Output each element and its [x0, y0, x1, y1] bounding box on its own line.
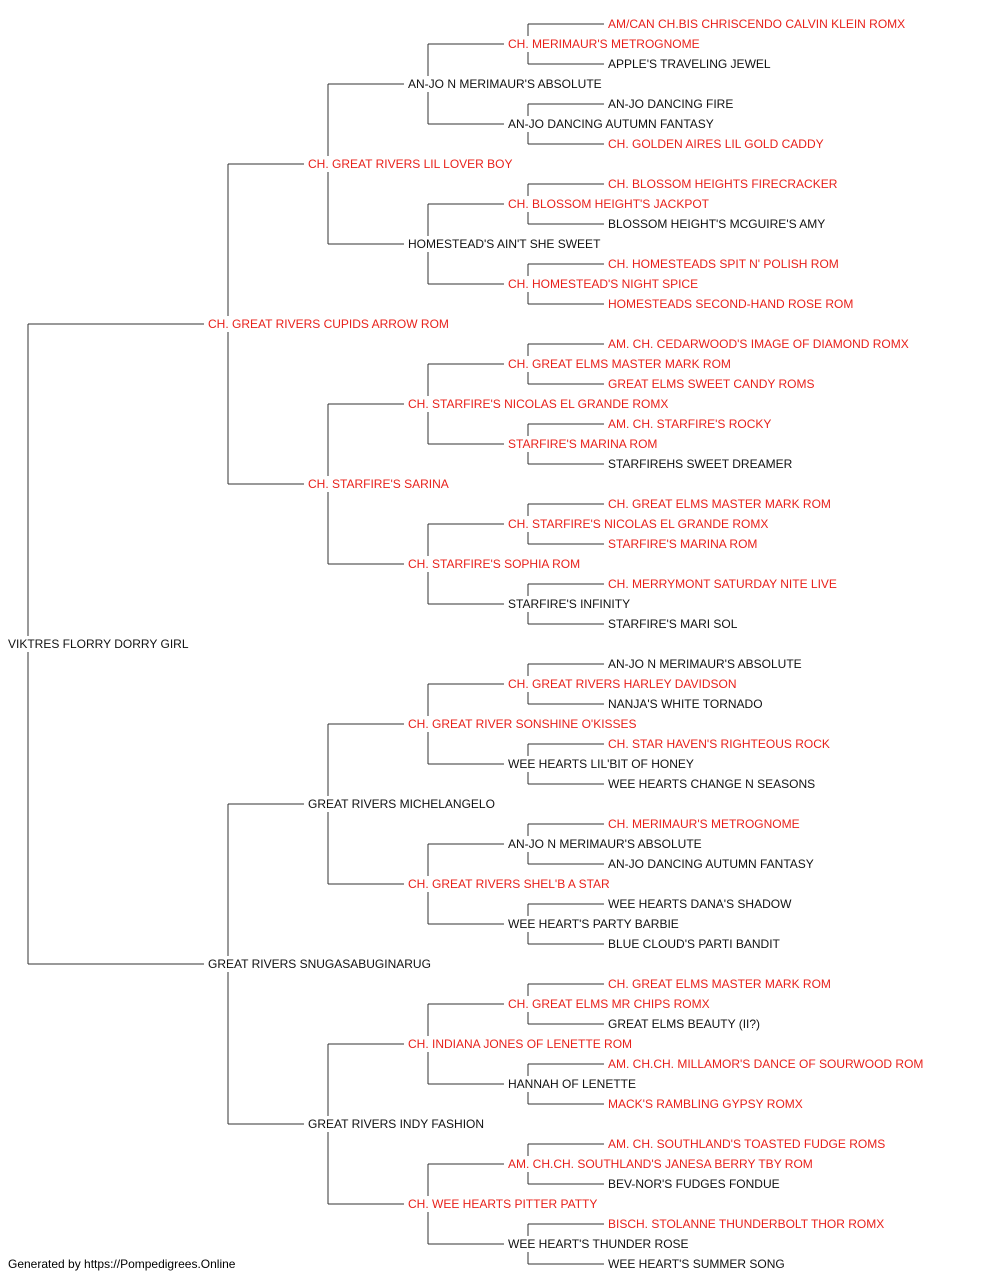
pedigree-entry: AN-JO DANCING FIRE: [608, 97, 733, 111]
pedigree-entry: CH. STAR HAVEN'S RIGHTEOUS ROCK: [608, 737, 830, 751]
pedigree-entry: AM. CH. STARFIRE'S ROCKY: [608, 417, 771, 431]
pedigree-entry: AN-JO N MERIMAUR'S ABSOLUTE: [508, 837, 702, 851]
pedigree-entry: GREAT RIVERS MICHELANGELO: [308, 797, 495, 811]
pedigree-entry: CH. STARFIRE'S SOPHIA ROM: [408, 557, 580, 571]
pedigree-entry: WEE HEART'S PARTY BARBIE: [508, 917, 679, 931]
pedigree-entry: CH. STARFIRE'S NICOLAS EL GRANDE ROMX: [508, 517, 768, 531]
pedigree-entry: AM. CH. CEDARWOOD'S IMAGE OF DIAMOND ROM…: [608, 337, 909, 351]
pedigree-entry: CH. STARFIRE'S NICOLAS EL GRANDE ROMX: [408, 397, 668, 411]
pedigree-entry: AN-JO N MERIMAUR'S ABSOLUTE: [608, 657, 802, 671]
pedigree-entry: CH. MERIMAUR'S METROGNOME: [508, 37, 700, 51]
pedigree-entry: VIKTRES FLORRY DORRY GIRL: [8, 637, 189, 651]
pedigree-entry: BLOSSOM HEIGHT'S MCGUIRE'S AMY: [608, 217, 825, 231]
pedigree-entry: CH. GREAT RIVERS CUPIDS ARROW ROM: [208, 317, 449, 331]
pedigree-entry: AM. CH.CH. SOUTHLAND'S JANESA BERRY TBY …: [508, 1157, 813, 1171]
pedigree-entry: HOMESTEADS SECOND-HAND ROSE ROM: [608, 297, 853, 311]
pedigree-entry: STARFIREHS SWEET DREAMER: [608, 457, 793, 471]
pedigree-entry: STARFIRE'S MARINA ROM: [508, 437, 657, 451]
pedigree-entry: HOMESTEAD'S AIN'T SHE SWEET: [408, 237, 601, 251]
pedigree-entry: CH. WEE HEARTS PITTER PATTY: [408, 1197, 597, 1211]
pedigree-entry: CH. GREAT RIVERS LIL LOVER BOY: [308, 157, 513, 171]
pedigree-entry: CH. BLOSSOM HEIGHTS FIRECRACKER: [608, 177, 838, 191]
pedigree-entry: BLUE CLOUD'S PARTI BANDIT: [608, 937, 781, 951]
pedigree-entry: WEE HEARTS LIL'BIT OF HONEY: [508, 757, 694, 771]
pedigree-entry: CH. GREAT ELMS MASTER MARK ROM: [608, 497, 831, 511]
pedigree-entry: CH. GREAT RIVERS SHEL'B A STAR: [408, 877, 610, 891]
pedigree-entry: AN-JO DANCING AUTUMN FANTASY: [508, 117, 714, 131]
pedigree-entry: CH. MERIMAUR'S METROGNOME: [608, 817, 800, 831]
pedigree-entry: STARFIRE'S INFINITY: [508, 597, 630, 611]
pedigree-entry: CH. BLOSSOM HEIGHT'S JACKPOT: [508, 197, 710, 211]
pedigree-entry: WEE HEART'S SUMMER SONG: [608, 1257, 785, 1271]
pedigree-entry: CH. GREAT ELMS MASTER MARK ROM: [508, 357, 731, 371]
pedigree-entry: HANNAH OF LENETTE: [508, 1077, 636, 1091]
pedigree-entry: STARFIRE'S MARI SOL: [608, 617, 738, 631]
pedigree-entry: AN-JO DANCING AUTUMN FANTASY: [608, 857, 814, 871]
pedigree-entry: GREAT ELMS SWEET CANDY ROMS: [608, 377, 814, 391]
pedigree-entry: AM. CH.CH. MILLAMOR'S DANCE OF SOURWOOD …: [608, 1057, 923, 1071]
pedigree-entry: CH. GREAT ELMS MR CHIPS ROMX: [508, 997, 710, 1011]
pedigree-entry: CH. HOMESTEADS SPIT N' POLISH ROM: [608, 257, 839, 271]
pedigree-entry: NANJA'S WHITE TORNADO: [608, 697, 763, 711]
pedigree-entry: GREAT RIVERS SNUGASABUGINARUG: [208, 957, 431, 971]
pedigree-entry: CH. INDIANA JONES OF LENETTE ROM: [408, 1037, 632, 1051]
pedigree-entry: CH. GOLDEN AIRES LIL GOLD CADDY: [608, 137, 824, 151]
pedigree-entry: GREAT RIVERS INDY FASHION: [308, 1117, 484, 1131]
pedigree-entry: AM/CAN CH.BIS CHRISCENDO CALVIN KLEIN RO…: [608, 17, 905, 31]
generated-by-footer: Generated by https://Pompedigrees.Online: [8, 1257, 236, 1271]
pedigree-entry: CH. GREAT RIVER SONSHINE O'KISSES: [408, 717, 637, 731]
pedigree-entry: STARFIRE'S MARINA ROM: [608, 537, 757, 551]
pedigree-entry: CH. HOMESTEAD'S NIGHT SPICE: [508, 277, 698, 291]
pedigree-entry: WEE HEARTS DANA'S SHADOW: [608, 897, 792, 911]
pedigree-entry: CH. GREAT RIVERS HARLEY DAVIDSON: [508, 677, 737, 691]
pedigree-entry: BEV-NOR'S FUDGES FONDUE: [608, 1177, 780, 1191]
pedigree-entry: GREAT ELMS BEAUTY (II?): [608, 1017, 760, 1031]
pedigree-entry: CH. GREAT ELMS MASTER MARK ROM: [608, 977, 831, 991]
pedigree-entry: CH. MERRYMONT SATURDAY NITE LIVE: [608, 577, 837, 591]
pedigree-entry: BISCH. STOLANNE THUNDERBOLT THOR ROMX: [608, 1217, 884, 1231]
pedigree-entry: WEE HEART'S THUNDER ROSE: [508, 1237, 689, 1251]
pedigree-entry: WEE HEARTS CHANGE N SEASONS: [608, 777, 815, 791]
pedigree-entry: AM. CH. SOUTHLAND'S TOASTED FUDGE ROMS: [608, 1137, 885, 1151]
pedigree-entry: APPLE'S TRAVELING JEWEL: [608, 57, 771, 71]
pedigree-entry: AN-JO N MERIMAUR'S ABSOLUTE: [408, 77, 602, 91]
pedigree-entry: CH. STARFIRE'S SARINA: [308, 477, 449, 491]
pedigree-entry: MACK'S RAMBLING GYPSY ROMX: [608, 1097, 803, 1111]
